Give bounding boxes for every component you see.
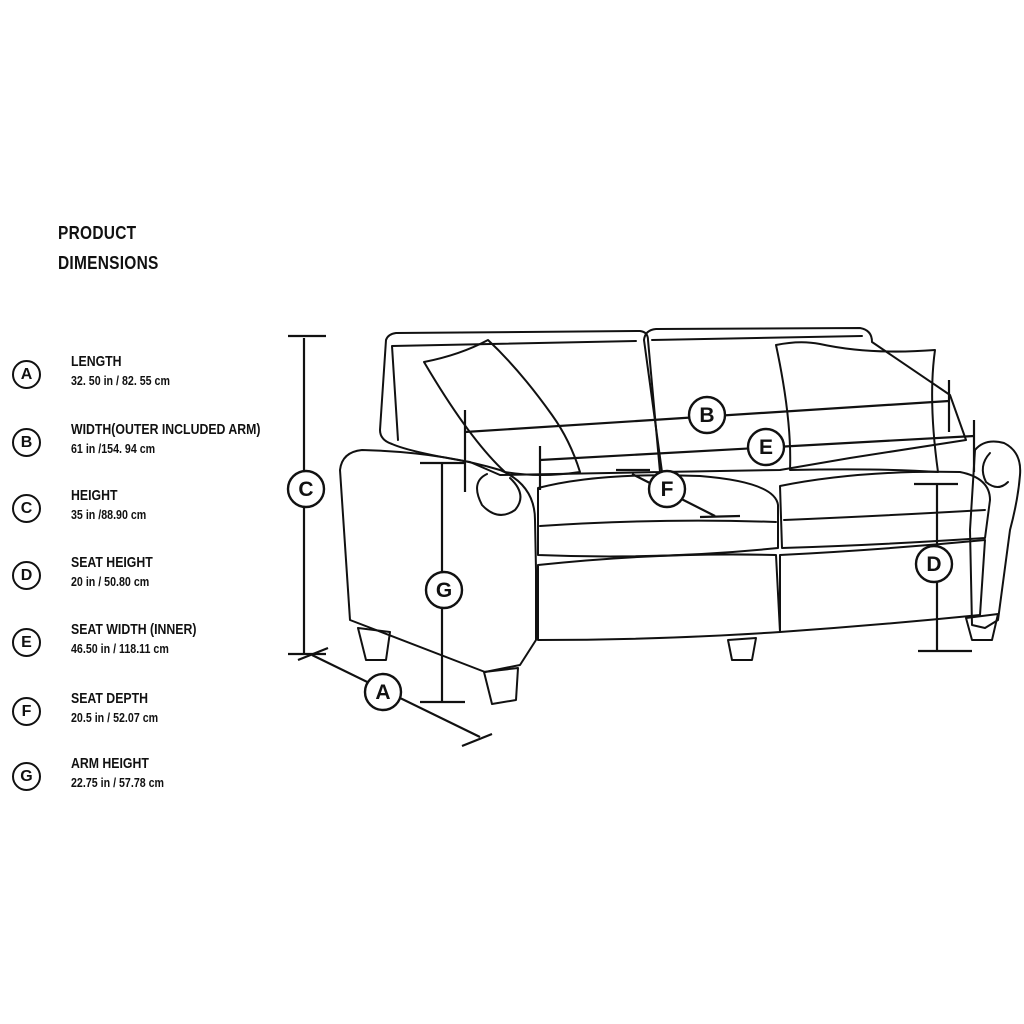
svg-text:B: B [699,404,714,427]
right-arm [969,440,1022,629]
legend-badge-f: F [12,697,41,726]
callouts: C A G B E F D [286,395,954,712]
legend-value-length: 32. 50 in / 82. 55 cm [71,373,170,388]
sofa-outline [339,327,1022,705]
leg-front-left [483,667,519,705]
dim-tick-a-start [297,646,329,662]
legend-item-seat-depth: F SEAT DEPTH 20.5 in / 52.07 cm [12,690,312,741]
legend-badge-c: C [12,494,41,523]
legend-value-height: 35 in /88.90 cm [71,507,147,522]
page-title: PRODUCT DIMENSIONS [58,218,159,278]
legend-badge-g: G [12,762,41,791]
seat-cushion-left [537,474,779,558]
callout-d: D [914,544,954,584]
svg-text:C: C [298,478,313,501]
callout-c: C [286,469,326,509]
callout-a: A [363,672,403,712]
sofa-base [537,539,986,641]
legend-badge-a: A [12,360,41,389]
left-arm [339,449,537,673]
legend-label-height: HEIGHT [71,487,118,504]
seat-cushion-right [779,470,991,549]
legend-item-height: C HEIGHT 35 in /88.90 cm [12,487,312,538]
legend-item-length: A LENGTH 32. 50 in / 82. 55 cm [12,353,312,404]
title-line-2: DIMENSIONS [58,253,159,273]
legend-value-seat-depth: 20.5 in / 52.07 cm [71,710,159,725]
right-arm-scroll [981,452,1009,488]
legend-label-seat-height: SEAT HEIGHT [71,554,153,571]
legend-item-seat-width: E SEAT WIDTH (INNER) 46.50 in / 118.11 c… [12,621,312,672]
legend-value-arm-height: 22.75 in / 57.78 cm [71,775,165,790]
legend-badge-d: D [12,561,41,590]
legend-label-seat-depth: SEAT DEPTH [71,690,149,707]
svg-text:A: A [375,681,390,704]
legend-badge-b: B [12,428,41,457]
back-cushion-right-piping [651,335,863,341]
back-cushion-left-piping [391,340,637,441]
svg-text:E: E [759,436,773,459]
seat-piping [539,509,986,527]
legend-item-arm-height: G ARM HEIGHT 22.75 in / 57.78 cm [12,755,312,806]
svg-text:D: D [926,553,941,576]
legend-label-seat-width: SEAT WIDTH (INNER) [71,621,197,638]
callout-g: G [424,570,464,610]
throw-pillow-left [423,339,581,476]
legend-value-seat-height: 20 in / 50.80 cm [71,574,150,589]
back-cushion-left [379,330,661,476]
legend-label-width: WIDTH(OUTER INCLUDED ARM) [71,421,261,438]
callout-e: E [746,427,786,467]
callout-f: F [647,469,687,509]
leg-middle [727,637,757,661]
legend-badge-e: E [12,628,41,657]
title-line-1: PRODUCT [58,223,137,243]
back-cushion-right [643,327,967,473]
leg-right [965,613,999,641]
dim-tick-a-end [461,732,493,748]
left-arm-scroll [476,473,522,516]
legend-label-arm-height: ARM HEIGHT [71,755,149,772]
legend-item-seat-height: D SEAT HEIGHT 20 in / 50.80 cm [12,554,312,605]
svg-text:F: F [661,478,674,501]
callout-b: B [687,395,727,435]
leg-back-left [357,627,391,661]
svg-text:G: G [436,579,452,602]
legend-label-length: LENGTH [71,353,122,370]
legend-value-width: 61 in /154. 94 cm [71,441,156,456]
legend-item-width: B WIDTH(OUTER INCLUDED ARM) 61 in /154. … [12,421,312,472]
dim-tick-f-end [699,514,741,519]
legend-value-seat-width: 46.50 in / 118.11 cm [71,641,169,656]
